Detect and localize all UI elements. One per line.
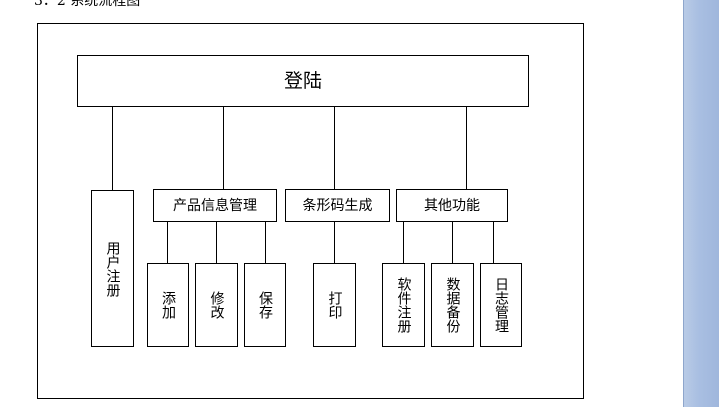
node-add: 添加 — [147, 263, 189, 347]
node-save: 保存 — [244, 263, 286, 347]
vertical-scrollbar[interactable] — [683, 0, 719, 407]
node-log-management-label: 日志管理 — [493, 277, 509, 333]
node-other: 其他功能 — [396, 189, 508, 222]
system-flowchart: 登陆 用户注册 产品信息管理 条形码生成 其他功能 添加 修改 保存 打印 软件… — [37, 23, 584, 399]
node-product-info-label: 产品信息管理 — [173, 197, 257, 214]
page-margin — [640, 0, 683, 407]
node-barcode-label: 条形码生成 — [302, 197, 373, 214]
outer-frame — [37, 23, 584, 399]
node-data-backup: 数据备份 — [431, 263, 474, 347]
node-software-register: 软件注册 — [382, 263, 425, 347]
node-login-label: 登陆 — [283, 70, 322, 92]
node-save-label: 保存 — [257, 291, 273, 319]
node-login: 登陆 — [77, 55, 529, 107]
flowchart-lines — [37, 23, 584, 399]
node-software-register-label: 软件注册 — [395, 277, 412, 333]
node-barcode: 条形码生成 — [285, 189, 390, 222]
node-print: 打印 — [313, 263, 356, 347]
node-modify: 修改 — [195, 263, 238, 347]
node-user-register-label: 用户注册 — [104, 240, 121, 297]
node-data-backup-label: 数据备份 — [444, 277, 461, 333]
node-user-register: 用户注册 — [91, 190, 134, 347]
node-other-label: 其他功能 — [424, 197, 480, 214]
node-modify-label: 修改 — [208, 291, 225, 319]
node-log-management: 日志管理 — [480, 263, 522, 347]
node-product-info: 产品信息管理 — [153, 189, 277, 222]
node-add-label: 添加 — [160, 291, 176, 319]
section-heading: 3．2 系统流程图 — [34, 0, 141, 9]
node-print-label: 打印 — [326, 291, 343, 319]
